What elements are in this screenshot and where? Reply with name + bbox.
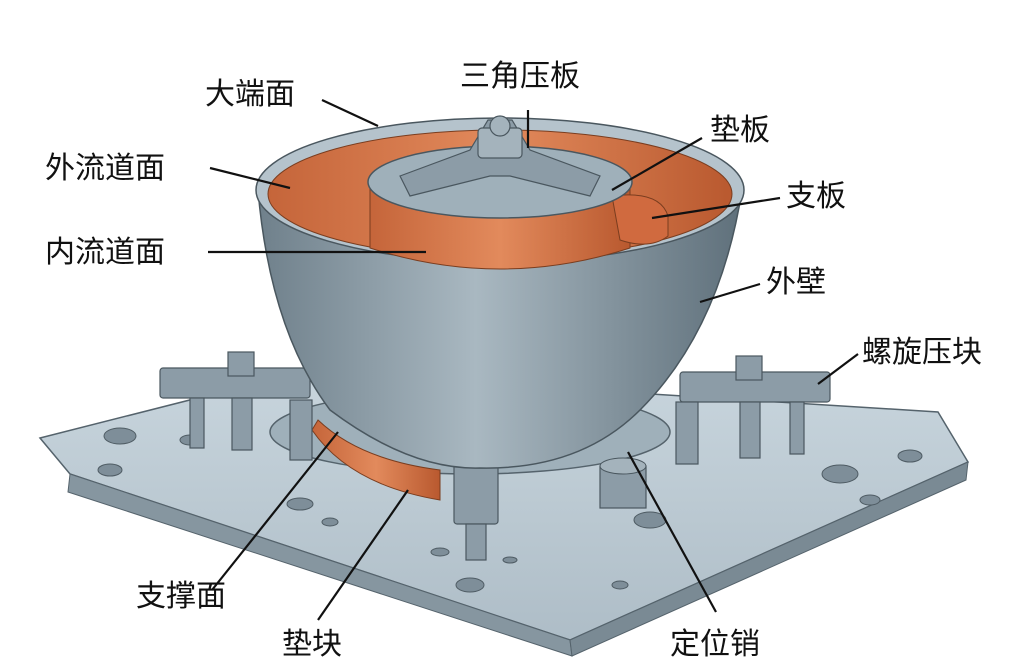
leader-outer-flow-surface bbox=[209, 166, 291, 190]
label-strut: 支板 bbox=[786, 179, 846, 214]
leader-lines bbox=[208, 99, 859, 621]
leader-spiral-clamp bbox=[817, 353, 859, 385]
pad-block-shape bbox=[311, 419, 441, 501]
leader-big-end-face bbox=[321, 99, 379, 127]
right-spiral-clamp bbox=[675, 355, 831, 465]
leader-strut bbox=[651, 196, 781, 220]
label-pad-block: 垫块 bbox=[282, 627, 342, 662]
label-outer-wall: 外壁 bbox=[766, 265, 826, 300]
base-plate-holes bbox=[97, 427, 923, 593]
label-locating-pin: 定位销 bbox=[670, 627, 760, 662]
leader-support-surface bbox=[211, 431, 339, 591]
label-big-end-face: 大端面 bbox=[205, 77, 295, 112]
left-spiral-clamp bbox=[159, 351, 313, 461]
labels: 大端面 三角压板 垫板 外流道面 支板 内流道面 外壁 螺旋压块 支撑面 垫块 … bbox=[45, 59, 982, 662]
label-inner-flow-surface: 内流道面 bbox=[45, 235, 165, 270]
leader-outer-wall bbox=[699, 282, 761, 304]
label-triangle-clamp: 三角压板 bbox=[460, 59, 580, 94]
locating-pin bbox=[599, 457, 647, 509]
leader-pad-block bbox=[317, 489, 409, 621]
label-spiral-clamp: 螺旋压块 bbox=[862, 335, 982, 370]
leader-locating-pin bbox=[627, 451, 717, 613]
triangle-clamp-plate bbox=[399, 115, 601, 197]
label-support-surface: 支撑面 bbox=[136, 579, 226, 614]
strut-shape bbox=[611, 194, 669, 245]
label-backing-plate: 垫板 bbox=[710, 113, 770, 148]
leader-backing-plate bbox=[611, 137, 703, 191]
label-outer-flow-surface: 外流道面 bbox=[45, 151, 165, 186]
